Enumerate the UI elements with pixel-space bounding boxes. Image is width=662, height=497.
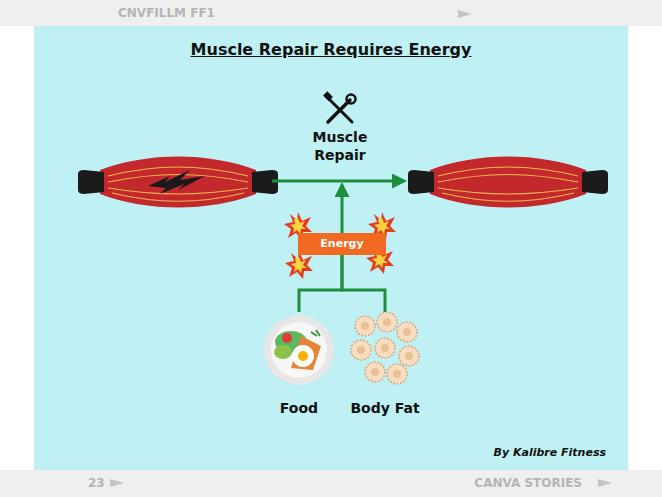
item-label: Body Fat	[345, 400, 425, 416]
source-item: Food	[255, 312, 343, 416]
frame-number: 23	[88, 476, 105, 490]
credit: By Kalibre Fitness	[494, 446, 606, 459]
connector	[299, 255, 342, 312]
item-label: Food	[255, 400, 343, 416]
connector	[342, 255, 385, 312]
energy-box: Energy	[298, 233, 386, 255]
source-item: Body Fat	[345, 312, 425, 416]
watermark: CANVA STORIES	[474, 476, 582, 490]
diagram-title: Muscle Repair Requires Energy	[0, 40, 662, 59]
watermark: CNVFILLM FF1	[118, 6, 215, 20]
fat-cells-illustration	[345, 312, 425, 388]
process-label: Muscle Repair	[295, 128, 385, 164]
food-illustration	[261, 312, 337, 388]
box-label: Energy	[304, 237, 380, 251]
